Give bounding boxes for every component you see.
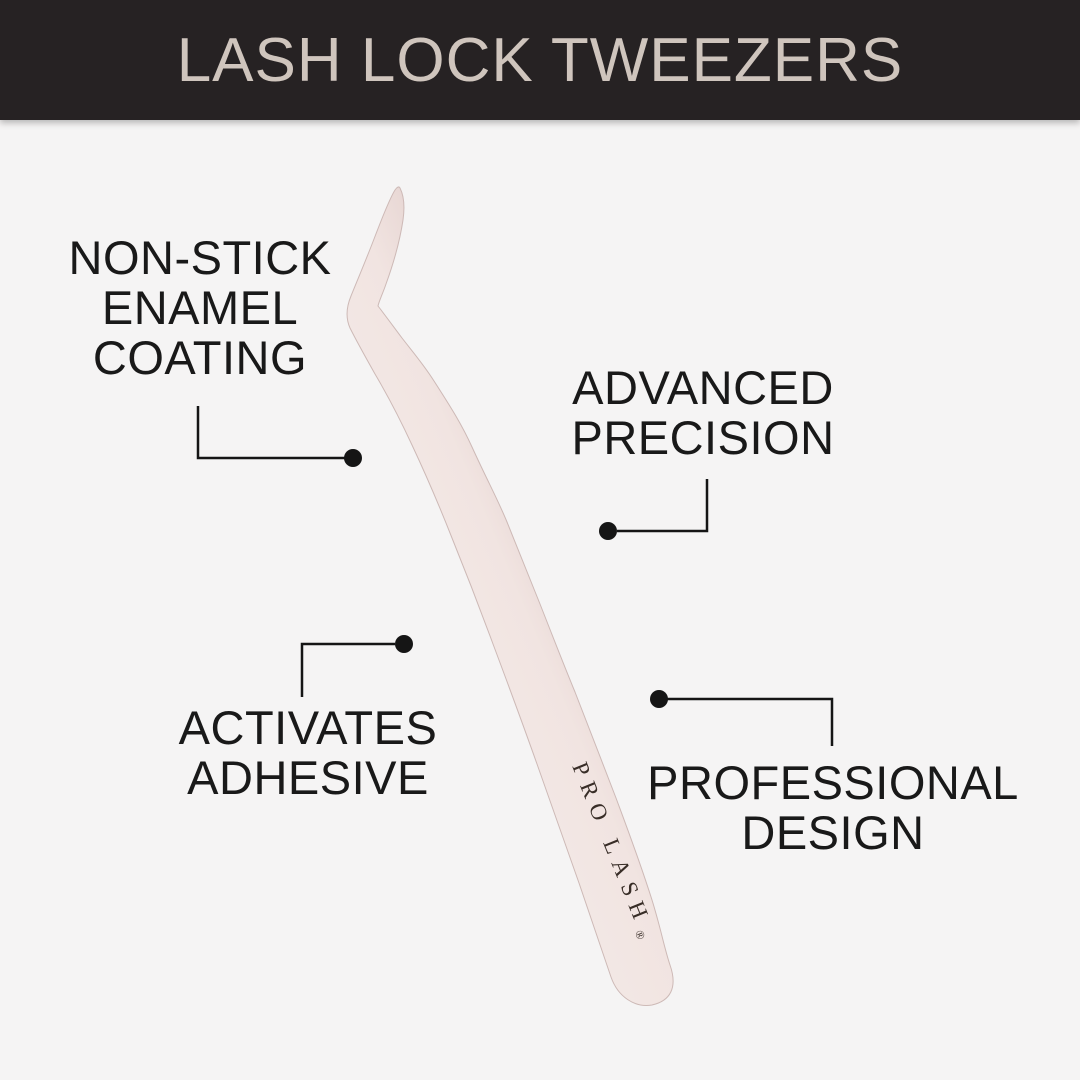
callout-text-line: PROFESSIONAL <box>647 756 1019 809</box>
callout-text-line: COATING <box>92 331 308 384</box>
callout-text-line: DESIGN <box>741 806 925 859</box>
callout-dot-professional-design <box>650 690 668 708</box>
tweezers-body <box>346 186 674 1006</box>
callout-line-professional-design <box>667 697 834 746</box>
callout-text-line: ENAMEL <box>101 281 299 334</box>
page-title: LASH LOCK TWEEZERS <box>176 25 904 95</box>
callout-text-line: ACTIVATES <box>178 701 438 754</box>
callout-text-line: ADHESIVE <box>187 751 429 804</box>
callout-text-line: PRECISION <box>571 411 835 464</box>
callout-label-activates-adhesive: ACTIVATES ADHESIVE <box>158 703 458 803</box>
callout-label-advanced-precision: ADVANCED PRECISION <box>553 363 853 463</box>
callout-dot-advanced-precision <box>599 522 617 540</box>
header-bar: LASH LOCK TWEEZERS <box>0 0 1080 120</box>
callout-dot-non-stick <box>344 449 362 467</box>
callout-line-advanced-precision <box>617 479 709 533</box>
callout-text-line: NON-STICK <box>68 231 332 284</box>
callout-label-professional-design: PROFESSIONAL DESIGN <box>643 758 1023 858</box>
callout-line-activates-adhesive <box>300 642 395 697</box>
callout-dot-activates-adhesive <box>395 635 413 653</box>
callout-label-non-stick-enamel-coating: NON-STICK ENAMEL COATING <box>40 233 360 383</box>
callout-line-non-stick <box>196 406 345 460</box>
callout-text-line: ADVANCED <box>572 361 834 414</box>
